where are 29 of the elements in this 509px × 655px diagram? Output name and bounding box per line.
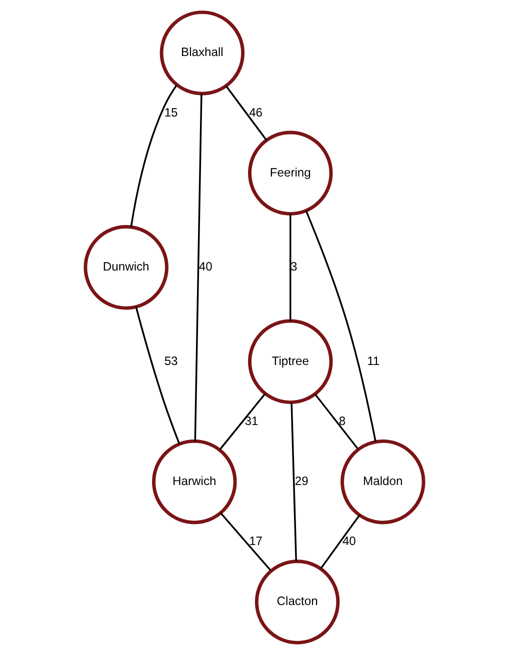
node-circle: Tiptree — [248, 319, 333, 404]
edge-label: 17 — [249, 534, 263, 548]
connector — [130, 84, 178, 228]
edge-label: 3 — [290, 260, 298, 274]
node-circle: Harwich — [152, 439, 237, 524]
connector — [305, 210, 376, 442]
edge-label: 53 — [164, 354, 178, 368]
edge-label: 40 — [342, 534, 356, 548]
connector — [135, 306, 180, 444]
edge-label: 46 — [249, 105, 263, 120]
connector — [220, 512, 272, 572]
edge-label: 29 — [294, 474, 308, 488]
edge-label: 11 — [367, 354, 380, 368]
edge-label: 31 — [244, 414, 258, 428]
connector — [320, 514, 360, 569]
edge-label: 40 — [198, 260, 212, 274]
edge-label: 15 — [164, 105, 178, 120]
node-circle: Maldon — [340, 439, 426, 524]
connector — [225, 85, 268, 141]
connector — [290, 214, 292, 322]
edge-label: 8 — [338, 414, 346, 428]
connector — [314, 394, 359, 450]
connector — [290, 402, 297, 562]
connector — [194, 94, 202, 442]
node-circle: Blaxhall — [160, 10, 245, 96]
node-circle: Feering — [248, 130, 333, 216]
node-circle: Clacton — [254, 560, 340, 644]
node-circle: Dunwich — [84, 225, 168, 310]
connector — [219, 393, 266, 450]
